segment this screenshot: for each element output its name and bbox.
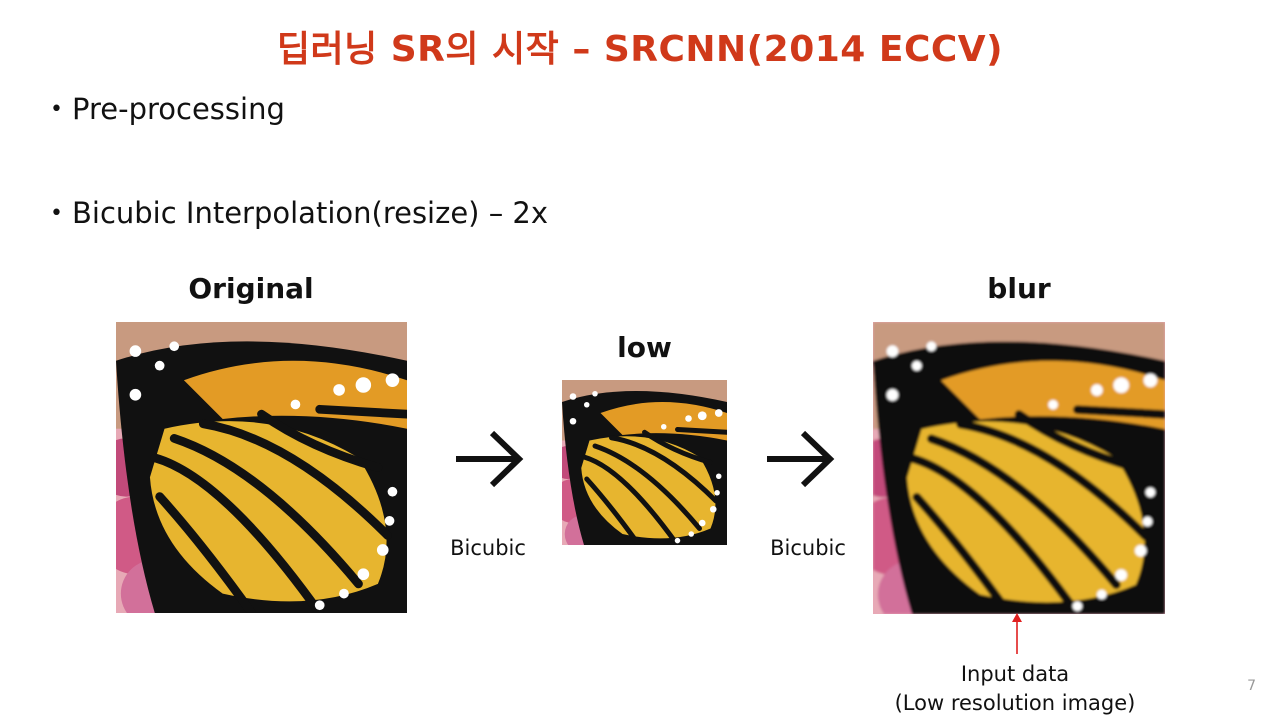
page-number: 7: [1247, 678, 1256, 694]
bullet-text: Bicubic Interpolation(resize) – 2x: [72, 196, 549, 230]
blur-image: [873, 322, 1165, 614]
bullet-bicubic: • Bicubic Interpolation(resize) – 2x: [50, 196, 548, 230]
original-label: Original: [188, 272, 314, 305]
bullet-text: Pre-processing: [72, 92, 285, 126]
bullet-preprocessing: • Pre-processing: [50, 92, 285, 126]
bullet-dot: •: [50, 201, 63, 226]
note-line-2: (Low resolution image): [894, 691, 1136, 715]
note-line-1: Input data: [960, 662, 1070, 686]
input-data-note: Input data (Low resolution image): [880, 660, 1150, 718]
arrow-right-icon: [767, 430, 835, 488]
arrow-up-icon: [1012, 613, 1022, 654]
low-label: low: [617, 331, 672, 364]
step-label-bicubic: Bicubic: [770, 536, 846, 560]
arrow-right-icon: [456, 430, 524, 488]
bullet-dot: •: [50, 97, 63, 122]
low-image: [562, 380, 727, 545]
slide-title: 딥러닝 SR의 시작 – SRCNN(2014 ECCV): [276, 29, 1004, 70]
step-label-bicubic: Bicubic: [450, 536, 526, 560]
original-image: [116, 322, 407, 613]
blur-label: blur: [987, 272, 1051, 305]
